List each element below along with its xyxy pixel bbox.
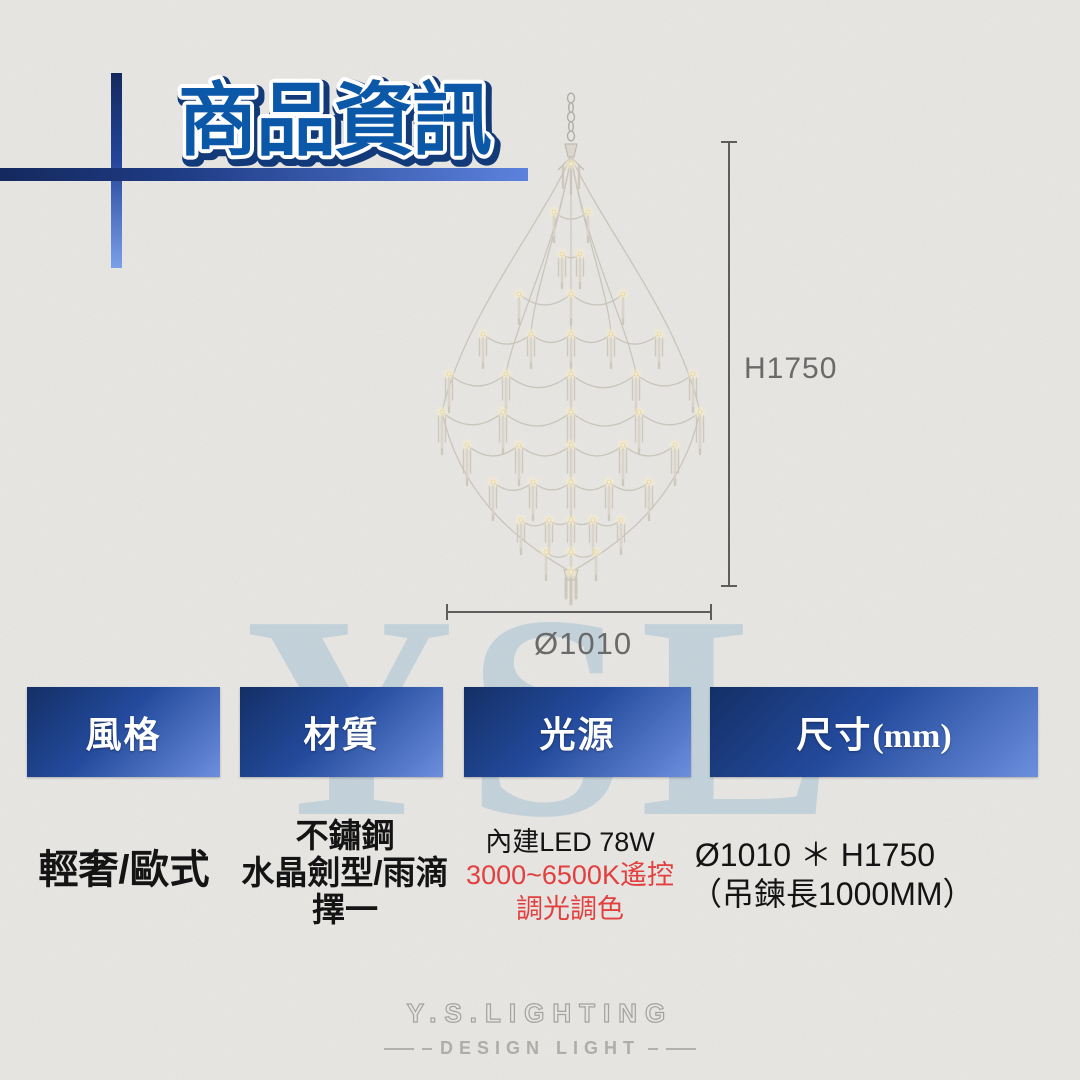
spec-value-light-source: 內建LED 78W 3000~6500K遙控 調光調色 xyxy=(464,826,676,926)
dash-line xyxy=(383,1047,414,1050)
height-label: H1750 xyxy=(744,352,838,385)
footer-logo: Y.S.LIGHTING DESIGN LIGHT xyxy=(0,997,1080,1059)
spec-header-style: 風格 xyxy=(27,687,220,777)
spec-header-material: 材質 xyxy=(240,687,443,777)
spec-header-material-label: 材質 xyxy=(303,714,380,755)
spec-header-size-unit: (mm) xyxy=(872,718,952,755)
spec-value-material: 不鏽鋼 水晶劍型/雨滴 擇一 xyxy=(234,817,456,929)
size-line-2: （吊鍊長1000MM） xyxy=(690,876,975,913)
dash-line xyxy=(666,1047,696,1050)
spec-header-size: 尺寸(mm) xyxy=(710,687,1038,777)
style-value: 輕奢/歐式 xyxy=(38,848,210,892)
footer-tagline: DESIGN LIGHT xyxy=(439,1038,640,1058)
light-source-line-2: 3000~6500K遙控 xyxy=(466,860,674,891)
spec-header-style-label: 風格 xyxy=(85,714,162,755)
spec-header-light-source: 光源 xyxy=(464,687,691,777)
height-dimension-line xyxy=(721,141,737,587)
light-source-line-1: 內建LED 78W xyxy=(485,827,655,857)
diameter-label: Ø1010 xyxy=(534,626,633,661)
spec-value-style: 輕奢/歐式 xyxy=(24,848,224,892)
diameter-dimension-line xyxy=(446,604,712,620)
svg-text:商品資訊: 商品資訊 xyxy=(178,76,491,165)
light-source-line-3: 調光調色 xyxy=(516,893,624,924)
page-title: 商品資訊 商品資訊 商品資訊 xyxy=(174,72,503,176)
spec-value-size: Ø1010 ＊ H1750 （吊鍊長1000MM） xyxy=(690,836,975,914)
material-line-1: 不鏽鋼 xyxy=(295,817,395,854)
material-line-2: 水晶劍型/雨滴 xyxy=(241,853,449,891)
spec-header-size-label: 尺寸(mm) xyxy=(796,714,952,755)
size-line-1: Ø1010 ＊ H1750 xyxy=(694,837,936,873)
footer-brand: Y.S.LIGHTING xyxy=(406,997,674,1028)
spec-header-light-source-label: 光源 xyxy=(539,714,616,755)
material-line-3: 擇一 xyxy=(312,890,378,928)
dash-line xyxy=(648,1047,658,1050)
dash-line xyxy=(421,1047,432,1050)
